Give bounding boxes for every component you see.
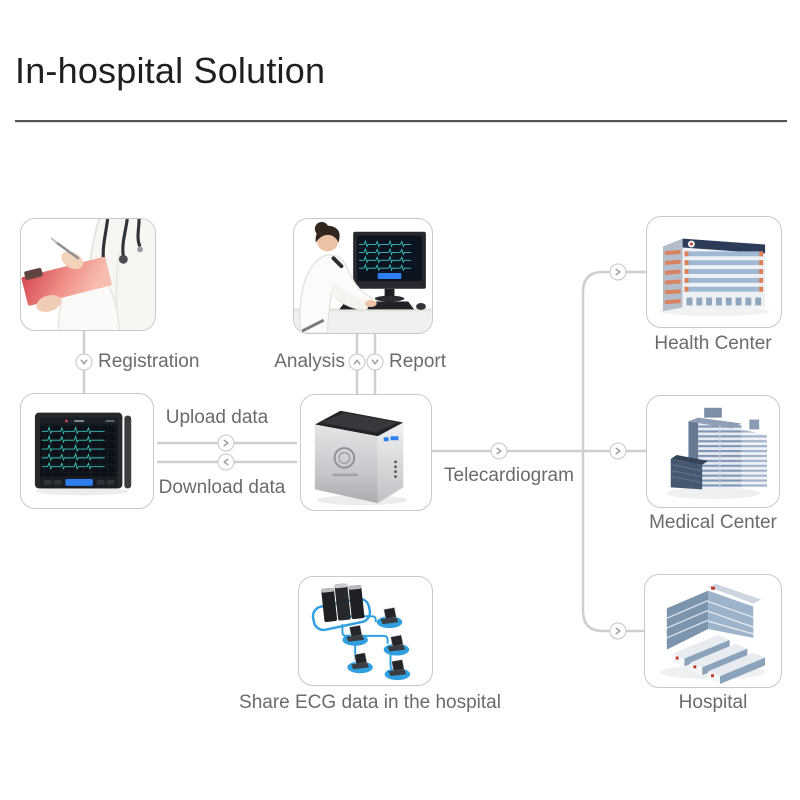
chevron-right-icon [490, 442, 508, 460]
hospital-building [644, 574, 782, 688]
telecardiogram-server [300, 394, 432, 511]
chevron-down-icon [75, 353, 93, 371]
label-report: Report [389, 351, 447, 372]
chevron-right-icon [609, 442, 627, 460]
doctor-illustration [21, 219, 155, 330]
ecg-monitor [353, 231, 426, 302]
chevron-right-icon [609, 622, 627, 640]
chevron-left-icon [217, 453, 235, 471]
chevron-right-icon [609, 263, 627, 281]
label-share-ecg: Share ECG data in the hospital [239, 692, 501, 713]
medical-center-building [646, 395, 780, 508]
health-center-building [646, 216, 782, 328]
chevron-down-icon [366, 353, 384, 371]
server-stack [321, 583, 365, 622]
label-telecardiogram: Telecardiogram [444, 465, 574, 486]
laptop-icon [384, 658, 411, 681]
label-upload-data: Upload data [165, 407, 269, 428]
medical-center-illustration [665, 407, 768, 500]
laptop-icon [376, 606, 403, 629]
health-center-illustration [659, 238, 769, 317]
label-download-data: Download data [158, 477, 286, 498]
server-logo [332, 447, 359, 477]
tablet-illustration [34, 412, 132, 496]
laptop-icon [346, 652, 374, 674]
chevron-up-icon [348, 353, 366, 371]
label-medical-center: Medical Center [649, 512, 777, 533]
hospital-illustration [659, 583, 767, 685]
ecg-tablet-device [20, 393, 154, 509]
server-front-label [383, 436, 399, 442]
label-registration: Registration [98, 351, 200, 372]
title-divider [15, 120, 787, 123]
analysis-photo [293, 218, 433, 334]
label-analysis: Analysis [274, 351, 345, 372]
page-title: In-hospital Solution [15, 50, 326, 91]
hospital-network [298, 576, 433, 686]
registration-photo [20, 218, 156, 331]
label-health-center: Health Center [654, 333, 772, 354]
server-illustration [314, 410, 408, 506]
clipboard [21, 256, 112, 306]
chevron-right-icon [217, 434, 235, 452]
network-illustration [311, 583, 411, 681]
label-hospital: Hospital [678, 692, 748, 713]
analyst-illustration [294, 221, 432, 333]
clinician [299, 221, 377, 333]
